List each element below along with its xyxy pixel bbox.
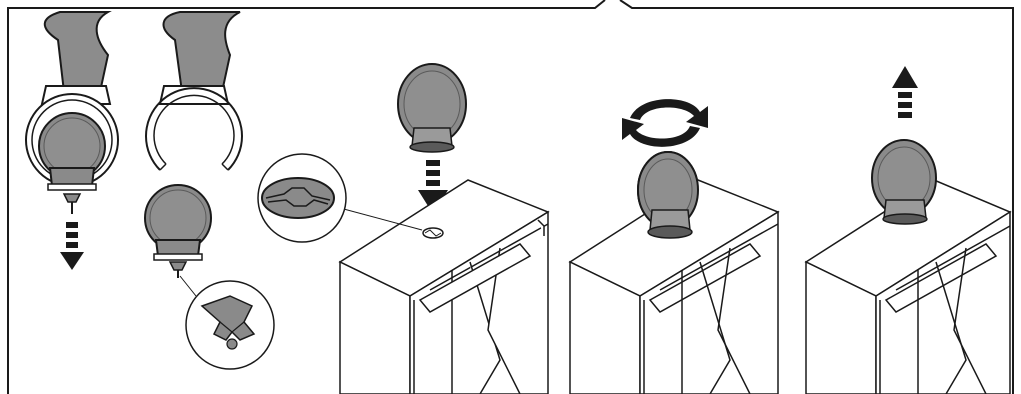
arrow-up-dashed	[892, 66, 918, 118]
step-1-panel	[26, 12, 118, 270]
nozzle-3	[398, 64, 466, 152]
step-3-panel	[258, 64, 548, 394]
rotate-arrows	[622, 99, 708, 147]
step-5-panel	[806, 66, 1010, 394]
hose-1	[45, 12, 108, 92]
arrow-down-dashed-1	[60, 222, 84, 270]
step-4-panel	[570, 99, 778, 394]
hose-2	[164, 12, 240, 92]
step-2-panel	[145, 12, 274, 369]
housing-3	[340, 180, 548, 394]
